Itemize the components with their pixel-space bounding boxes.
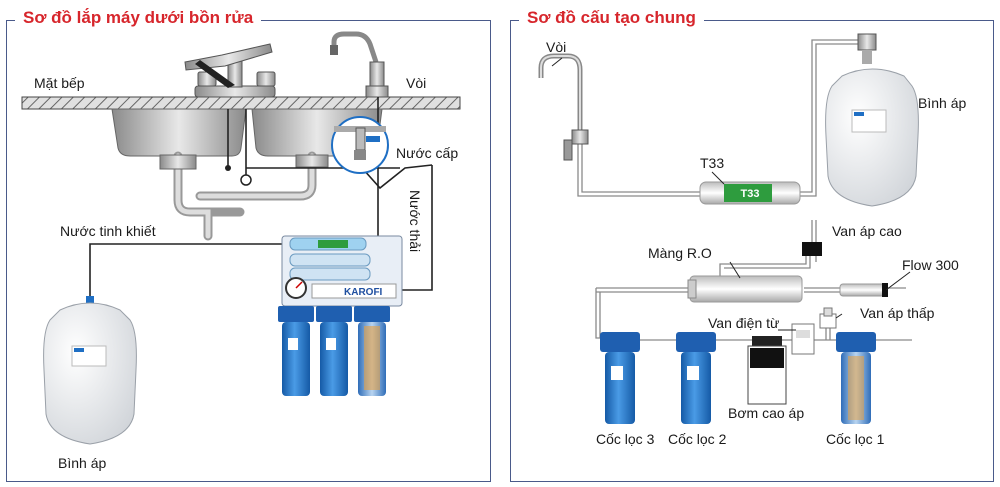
filter-housing-2 xyxy=(676,332,716,424)
label-ro-membrane: Màng R.O xyxy=(648,245,712,261)
label-booster-pump: Bơm cao áp xyxy=(728,405,804,421)
label-low-pressure-valve: Van áp thấp xyxy=(860,305,935,321)
sink-bowl-left xyxy=(111,108,247,157)
low-pressure-switch xyxy=(819,307,837,329)
label-pressure-tank-left: Bình áp xyxy=(58,455,106,471)
label-high-pressure-valve: Van áp cao xyxy=(832,223,902,239)
label-filter-2: Cốc lọc 2 xyxy=(668,431,727,447)
label-filter-1: Cốc lọc 1 xyxy=(826,431,885,447)
installation-diagram-title: Sơ đồ lắp máy dưới bồn rửa xyxy=(15,8,262,28)
label-countertop: Mặt bếp xyxy=(34,75,85,91)
ro-faucet xyxy=(330,31,389,98)
label-t33: T33 xyxy=(700,155,724,171)
countertop xyxy=(21,96,461,110)
structure-diagram-panel: Sơ đồ cấu tạo chung xyxy=(510,8,994,482)
pressure-tank-right xyxy=(825,33,919,207)
label-filter-3: Cốc lọc 3 xyxy=(596,431,655,447)
booster-pump xyxy=(747,336,787,405)
ro-faucet-right xyxy=(538,53,589,161)
label-pure-water: Nước tinh khiết xyxy=(60,223,156,239)
label-solenoid-valve: Van điện từ xyxy=(708,315,779,331)
solenoid-valve xyxy=(791,323,815,355)
high-pressure-switch xyxy=(802,242,822,256)
filter-housing-1 xyxy=(836,332,876,424)
flow-restrictor xyxy=(839,283,887,297)
structure-diagram-title: Sơ đồ cấu tạo chung xyxy=(519,8,704,28)
filter-housing-3 xyxy=(600,332,640,424)
brand-label: KAROFI xyxy=(344,287,383,298)
ro-membrane-housing xyxy=(687,275,803,303)
label-faucet-right: Vòi xyxy=(546,39,566,55)
supply-valve-detail xyxy=(331,116,389,174)
pressure-tank-left xyxy=(43,296,137,445)
t33-cartridge: T33 xyxy=(699,181,801,205)
label-waste-water: Nước thải xyxy=(407,190,423,252)
label-faucet: Vòi xyxy=(406,75,426,91)
sink-mixer-faucet xyxy=(184,43,276,98)
label-water-supply: Nước cấp xyxy=(396,145,458,161)
ro-purifier-unit: KAROFI xyxy=(278,235,403,396)
label-flow: Flow 300 xyxy=(902,257,959,273)
label-pressure-tank-right: Bình áp xyxy=(918,95,966,111)
installation-diagram-panel: Sơ đồ lắp máy dưới bồn rửa xyxy=(6,8,491,482)
t33-cartridge-text: T33 xyxy=(741,188,760,200)
